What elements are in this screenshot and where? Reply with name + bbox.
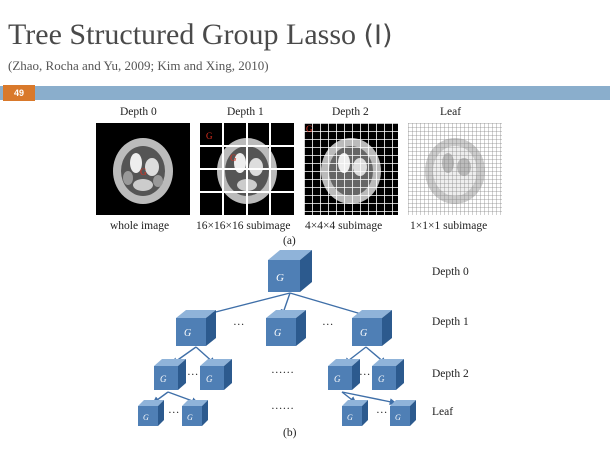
dots-depth2-middle: …… (271, 364, 294, 376)
svg-text:G: G (184, 328, 191, 339)
cube-leaf-d: G (390, 400, 416, 426)
figure-a-label: (a) (283, 235, 296, 247)
dots-depth2-right: … (359, 366, 371, 378)
cube-leaf-b: G (182, 400, 208, 426)
svg-text:G: G (206, 374, 213, 384)
panel-caption-depth0: whole image (110, 220, 170, 232)
dots-depth1-left: … (233, 316, 245, 328)
cube-depth1-middle: G (266, 310, 306, 346)
dots-leaf-right: … (376, 404, 388, 416)
figure-b-label: (b) (283, 427, 297, 439)
svg-text:G: G (334, 374, 341, 384)
brain-panel-depth1: G G (200, 123, 294, 215)
dots-leaf-middle: …… (271, 400, 294, 412)
cube-depth1-last: G (352, 310, 392, 346)
cube-depth2-b: G (200, 359, 232, 390)
depth-label-1: Depth 1 (432, 316, 469, 328)
panel-caption-leaf: 1×1×1 subimage (410, 220, 488, 232)
panel-caption-depth2: 4×4×4 subimage (305, 220, 383, 232)
group-label-g1-inner: G (230, 153, 237, 163)
slide-subtitle: (Zhao, Rocha and Yu, 2009; Kim and Xing,… (8, 58, 269, 73)
dots-depth1-right: … (322, 316, 334, 328)
brain-panel-leaf (408, 123, 502, 215)
depth-label-2: Depth 2 (432, 368, 469, 380)
depth-label-leaf: Leaf (432, 406, 454, 418)
panel-header-leaf: Leaf (440, 106, 462, 118)
page-number: 49 (13, 88, 24, 98)
title-suffix: (I) (363, 20, 393, 51)
slide-title: Tree Structured Group Lasso (I) (8, 18, 393, 51)
group-label-g0: G (140, 167, 147, 177)
svg-text:G: G (360, 328, 367, 339)
cube-leaf-c: G (342, 400, 368, 426)
cube-depth2-c: G (328, 359, 360, 390)
svg-text:G: G (160, 374, 167, 384)
svg-text:G: G (187, 413, 193, 422)
cube-leaf-a: G (138, 400, 164, 426)
depth-label-0: Depth 0 (432, 266, 469, 278)
svg-text:G: G (378, 374, 385, 384)
header-bar (0, 86, 610, 100)
cube-depth2-a: G (154, 359, 186, 390)
svg-text:G: G (347, 413, 353, 422)
svg-text:G: G (274, 328, 281, 339)
group-tree-diagram: G G G G G G G G (138, 250, 416, 426)
svg-text:G: G (143, 413, 149, 422)
dots-depth2-left: … (187, 366, 199, 378)
group-label-g2: G (306, 124, 313, 134)
panel-header-depth1: Depth 1 (227, 106, 264, 118)
brain-panel-depth2: G (304, 123, 398, 215)
brain-panel-depth0: G (96, 123, 190, 215)
svg-text:G: G (276, 272, 284, 284)
page-number-box (3, 85, 35, 101)
cube-depth2-d: G (372, 359, 404, 390)
panel-caption-depth1: 16×16×16 subimage (196, 220, 291, 232)
group-label-g1: G (206, 131, 213, 141)
panel-header-depth0: Depth 0 (120, 106, 157, 118)
cube-depth1-first: G (176, 310, 216, 346)
cube-root: G (268, 250, 312, 292)
dots-leaf-left: … (168, 404, 180, 416)
svg-text:G: G (395, 413, 401, 422)
panel-header-depth2: Depth 2 (332, 106, 369, 118)
